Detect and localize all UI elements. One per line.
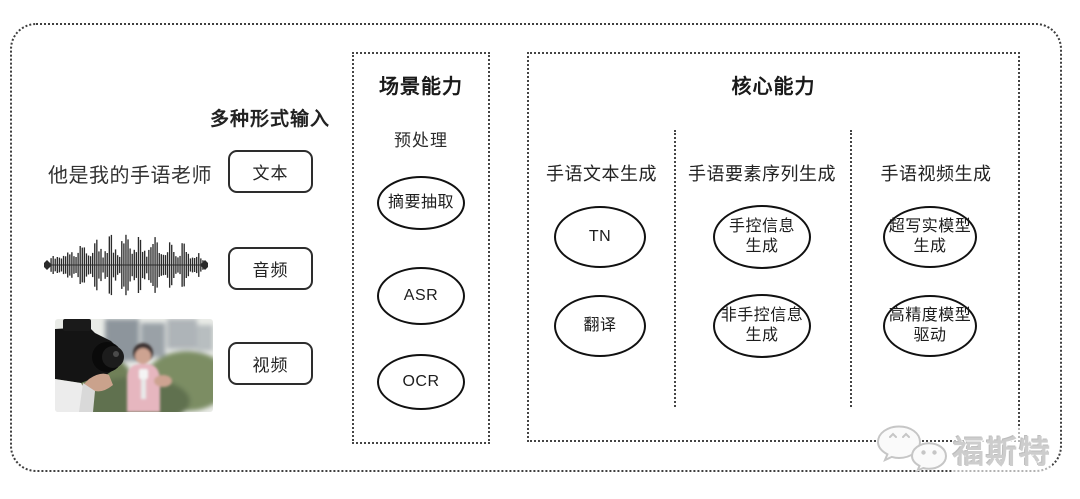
column-label-sign-text-generation: 手语文本生成	[546, 164, 657, 184]
node-label: 手控信息 生成	[728, 218, 795, 255]
node-manual-info-generation: 手控信息 生成	[713, 205, 811, 269]
node-asr: ASR	[377, 267, 465, 325]
watermark: 福斯特	[874, 425, 1052, 473]
node-label: 翻译	[583, 317, 617, 335]
audio-waveform-icon	[44, 234, 208, 296]
node-label: 高精度模型 驱动	[888, 307, 972, 344]
tag-box-video: 视频	[228, 342, 313, 385]
node-label: 非手控信息 生成	[720, 307, 804, 344]
tag-box-text: 文本	[228, 150, 313, 193]
node-label: 摘要抽取	[387, 194, 454, 212]
node-hyperrealistic-model-generation: 超写实模型 生成	[883, 206, 977, 268]
tag-text-label: 文本	[252, 164, 289, 183]
column-label-sign-video-generation: 手语视频生成	[880, 164, 992, 184]
tag-video-label: 视频	[252, 356, 289, 375]
node-non-manual-info-generation: 非手控信息 生成	[713, 294, 811, 358]
sample-sentence: 他是我的手语老师	[48, 165, 212, 187]
scene-box-title: 场景能力	[379, 76, 463, 98]
outer-dotted-frame	[10, 23, 1062, 472]
node-label: TN	[588, 228, 612, 246]
node-label: OCR	[402, 373, 440, 391]
node-tn: TN	[554, 206, 646, 268]
column-divider	[850, 130, 852, 407]
node-label: ASR	[403, 287, 439, 305]
node-high-precision-model-driving: 高精度模型 驱动	[883, 295, 977, 357]
node-summary-extraction: 摘要抽取	[377, 176, 465, 230]
core-box-title: 核心能力	[731, 76, 816, 98]
scene-capability-box: 场景能力 预处理 摘要抽取 ASR OCR	[352, 52, 490, 444]
column-divider	[674, 130, 676, 407]
reporter-video-thumbnail	[55, 319, 213, 412]
core-capability-box: 核心能力 手语文本生成 手语要素序列生成 手语视频生成 TN 翻译 手控信息 生…	[527, 52, 1020, 442]
tag-box-audio: 音频	[228, 247, 313, 290]
tag-audio-label: 音频	[252, 261, 289, 280]
wechat-icon	[876, 425, 948, 473]
preprocess-label: 预处理	[394, 131, 448, 150]
node-label: 超写实模型 生成	[888, 218, 972, 255]
column-label-sign-element-sequence-generation: 手语要素序列生成	[688, 164, 836, 184]
node-translation: 翻译	[554, 295, 646, 357]
input-section-title: 多种形式输入	[209, 109, 330, 130]
node-ocr: OCR	[377, 354, 465, 410]
watermark-text: 福斯特	[953, 426, 1052, 472]
